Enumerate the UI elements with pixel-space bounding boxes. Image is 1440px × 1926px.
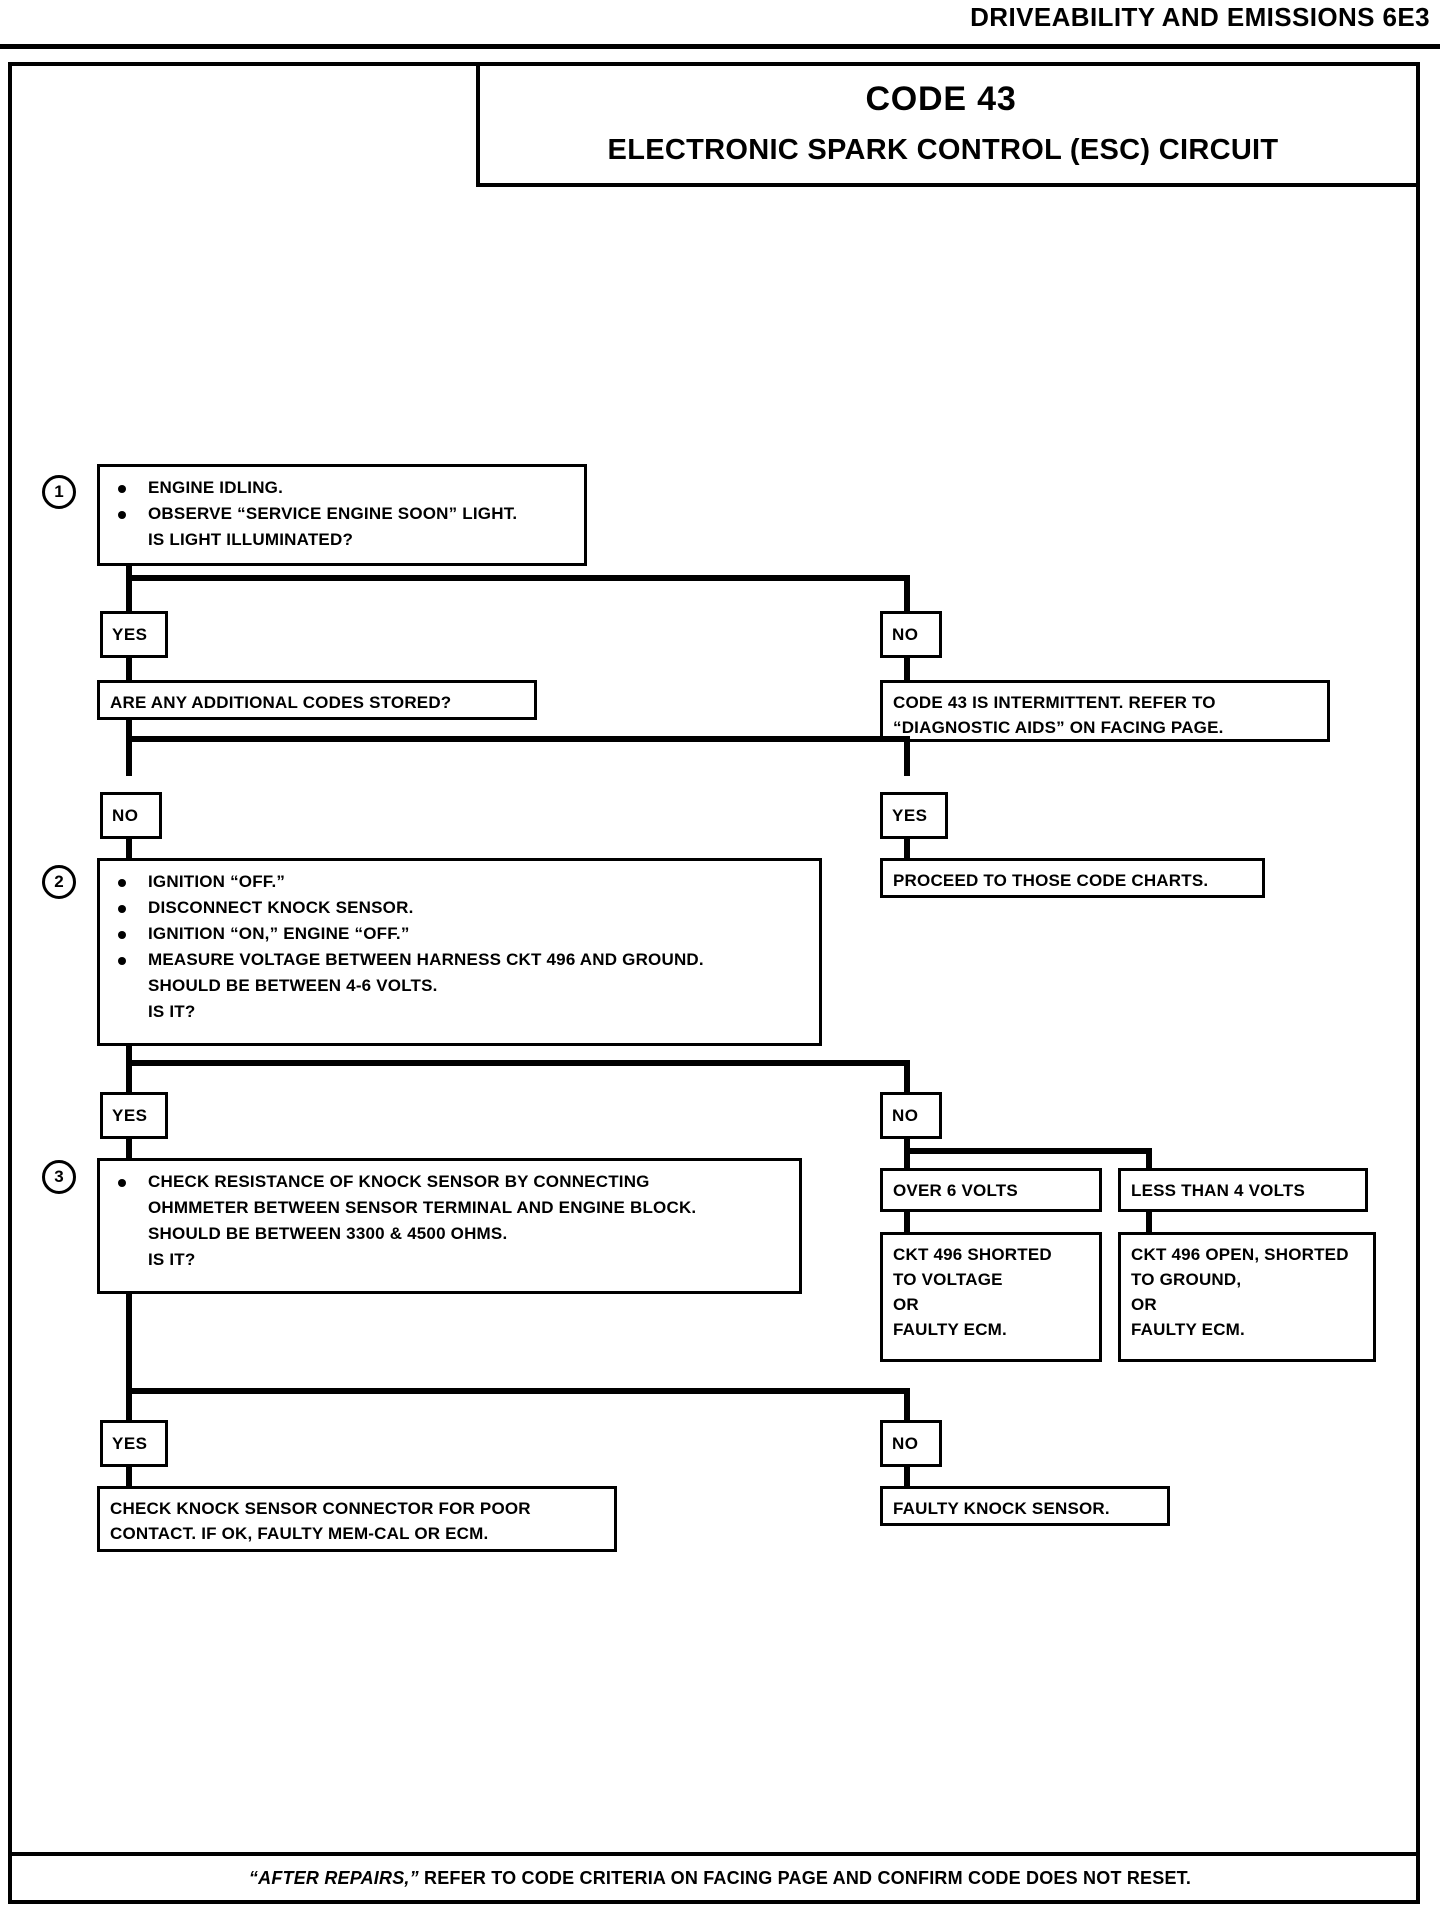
- step-3-bullets: CHECK RESISTANCE OF KNOCK SENSOR BY CONN…: [114, 1169, 791, 1273]
- page-header: DRIVEABILITY AND EMISSIONS 6E3: [0, 0, 1440, 50]
- connector-step3-no-down: [904, 1388, 910, 1428]
- step-2-bullet-4: MEASURE VOLTAGE BETWEEN HARNESS CKT 496 …: [114, 947, 811, 1025]
- step-2-bullet-2: DISCONNECT KNOCK SENSOR.: [114, 895, 811, 921]
- chart-subtitle: ELECTRONIC SPARK CONTROL (ESC) CIRCUIT: [607, 134, 1279, 166]
- less-than-4-volts-text: LESS THAN 4 VOLTS: [1131, 1181, 1306, 1200]
- tag-yes-2: YES: [880, 792, 948, 839]
- connector-no3-left-down: [904, 1148, 910, 1170]
- ckt-open-shorted-ground-text: CKT 496 OPEN, SHORTED TO GROUND, OR FAUL…: [1131, 1245, 1349, 1339]
- connector-step1-down: [126, 566, 132, 581]
- connector-step1-no-down: [904, 575, 910, 615]
- connector-step2-across: [126, 1060, 910, 1066]
- step-1-box: ENGINE IDLING. OBSERVE “SERVICE ENGINE S…: [97, 464, 587, 566]
- tag-yes-3: YES: [100, 1092, 168, 1139]
- check-connector-text: CHECK KNOCK SENSOR CONNECTOR FOR POOR CO…: [110, 1499, 531, 1543]
- chart-code-title: CODE 43: [865, 80, 1017, 118]
- tag-no-1: NO: [880, 611, 942, 658]
- ckt-shorted-voltage-box: CKT 496 SHORTED TO VOLTAGE OR FAULTY ECM…: [880, 1232, 1102, 1362]
- connector-row2-yes-down: [904, 742, 910, 776]
- footer-note: “AFTER REPAIRS,” REFER TO CODE CRITERIA …: [0, 1868, 1440, 1889]
- faulty-knock-sensor-box: FAULTY KNOCK SENSOR.: [880, 1486, 1170, 1526]
- over-6-volts-text: OVER 6 VOLTS: [893, 1181, 1018, 1200]
- tag-yes-1: YES: [100, 611, 168, 658]
- step-2-bullets: IGNITION “OFF.” DISCONNECT KNOCK SENSOR.…: [114, 869, 811, 1025]
- connector-step3-across: [126, 1388, 910, 1394]
- connector-less4-down: [1146, 1210, 1152, 1234]
- connector-row2-no-down: [126, 736, 132, 776]
- proceed-charts-text: PROCEED TO THOSE CODE CHARTS.: [893, 871, 1209, 890]
- faulty-knock-sensor-text: FAULTY KNOCK SENSOR.: [893, 1499, 1110, 1518]
- connector-step2-no-down: [904, 1060, 910, 1100]
- tag-yes-4: YES: [100, 1420, 168, 1467]
- step-number-3: 3: [42, 1160, 76, 1194]
- connector-over6-down: [904, 1210, 910, 1234]
- header-divider: [0, 44, 1440, 49]
- footer-rest: REFER TO CODE CRITERIA ON FACING PAGE AN…: [418, 1868, 1192, 1888]
- connector-step3-yes-down: [126, 1388, 132, 1428]
- page-header-title: DRIVEABILITY AND EMISSIONS 6E3: [970, 2, 1430, 32]
- step-1-bullet-1: ENGINE IDLING.: [114, 475, 576, 501]
- connector-step2-yes-down: [126, 1060, 132, 1100]
- check-connector-box: CHECK KNOCK SENSOR CONNECTOR FOR POOR CO…: [97, 1486, 617, 1552]
- connector-row2-across: [126, 736, 910, 742]
- connector-step2-down: [126, 1046, 132, 1068]
- over-6-volts-box: OVER 6 VOLTS: [880, 1168, 1102, 1212]
- less-than-4-volts-box: LESS THAN 4 VOLTS: [1118, 1168, 1368, 1212]
- intermittent-text: CODE 43 IS INTERMITTENT. REFER TO “DIAGN…: [893, 693, 1224, 737]
- connector-step1-yes-down: [126, 575, 132, 615]
- footer-divider: [8, 1852, 1420, 1856]
- step-2-box: IGNITION “OFF.” DISCONNECT KNOCK SENSOR.…: [97, 858, 822, 1046]
- connector-no3-down: [904, 1136, 910, 1154]
- tag-no-3: NO: [880, 1092, 942, 1139]
- connector-no1-to-box: [904, 655, 910, 683]
- chart-frame: [8, 62, 1420, 1904]
- step-number-1: 1: [42, 475, 76, 509]
- proceed-charts-box: PROCEED TO THOSE CODE CHARTS.: [880, 858, 1265, 898]
- additional-codes-text: ARE ANY ADDITIONAL CODES STORED?: [110, 693, 452, 712]
- step-3-box: CHECK RESISTANCE OF KNOCK SENSOR BY CONN…: [97, 1158, 802, 1294]
- ckt-shorted-voltage-text: CKT 496 SHORTED TO VOLTAGE OR FAULTY ECM…: [893, 1245, 1052, 1339]
- connector-no3-across: [904, 1148, 1152, 1154]
- ckt-open-shorted-ground-box: CKT 496 OPEN, SHORTED TO GROUND, OR FAUL…: [1118, 1232, 1376, 1362]
- connector-yes3-to-step3: [126, 1136, 132, 1162]
- connector-yes4-to-box: [126, 1464, 132, 1490]
- step-1-bullets: ENGINE IDLING. OBSERVE “SERVICE ENGINE S…: [114, 475, 576, 553]
- connector-yes2-to-box: [904, 836, 910, 862]
- intermittent-box: CODE 43 IS INTERMITTENT. REFER TO “DIAGN…: [880, 680, 1330, 742]
- connector-step3-down: [126, 1294, 132, 1394]
- step-2-bullet-3: IGNITION “ON,” ENGINE “OFF.”: [114, 921, 811, 947]
- step-1-bullet-2: OBSERVE “SERVICE ENGINE SOON” LIGHT. IS …: [114, 501, 576, 553]
- tag-no-4: NO: [880, 1420, 942, 1467]
- step-3-bullet-1: CHECK RESISTANCE OF KNOCK SENSOR BY CONN…: [114, 1169, 791, 1273]
- connector-no3-right-down: [1146, 1148, 1152, 1170]
- step-number-2: 2: [42, 865, 76, 899]
- connector-row2-down: [126, 720, 132, 742]
- connector-step1-across: [126, 575, 910, 581]
- footer-emphasis: “AFTER REPAIRS,”: [248, 1868, 419, 1888]
- connector-no2-to-step2: [126, 836, 132, 862]
- connector-yes1-to-box: [126, 655, 132, 683]
- additional-codes-box: ARE ANY ADDITIONAL CODES STORED?: [97, 680, 537, 720]
- chart-title-block: CODE 43 ELECTRONIC SPARK CONTROL (ESC) C…: [476, 62, 1420, 187]
- step-2-bullet-1: IGNITION “OFF.”: [114, 869, 811, 895]
- tag-no-2: NO: [100, 792, 162, 839]
- connector-no4-to-box: [904, 1464, 910, 1490]
